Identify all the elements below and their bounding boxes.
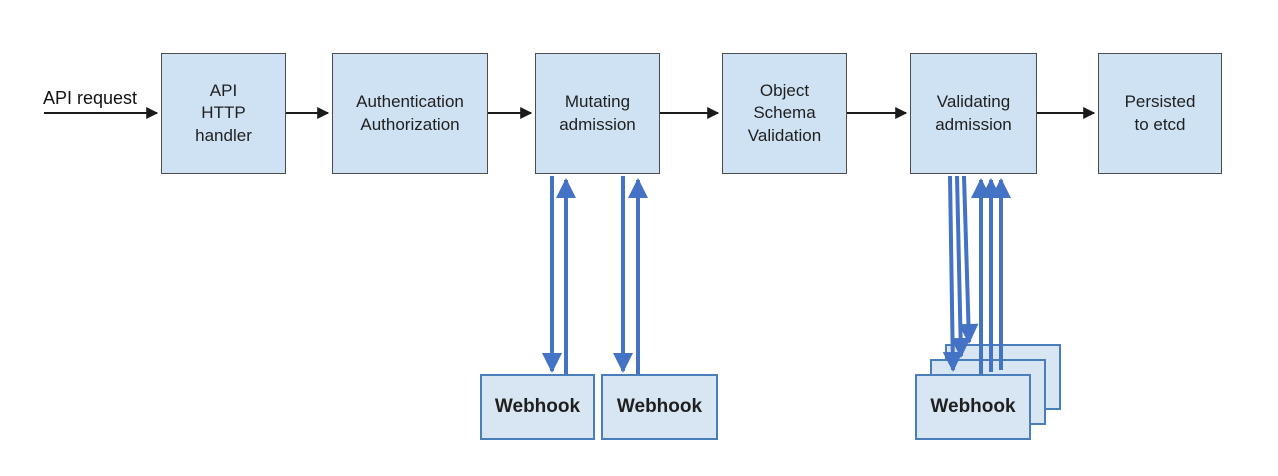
validating-webhook-down-arrow-3 <box>958 175 979 344</box>
mutating-webhook-box-1: Webhook <box>480 374 595 440</box>
validating-webhook-down-arrow-2 <box>950 175 971 358</box>
webhook-label: Webhook <box>616 396 703 417</box>
webhook-label: Webhook <box>930 396 1016 417</box>
validating-webhook-box-1: Webhook <box>915 374 1031 440</box>
stage-mutating-admission: Mutating admission <box>535 53 660 174</box>
mutating-webhook-box-2: Webhook <box>601 374 718 440</box>
stage-label: Mutating admission <box>559 92 636 134</box>
stage-object-schema-validation: Object Schema Validation <box>722 53 847 174</box>
validating-webhook-down-arrow-1 <box>942 175 963 372</box>
stage-authentication-authorization: Authentication Authorization <box>332 53 488 174</box>
stage-validating-admission: Validating admission <box>910 53 1037 174</box>
stage-api-http-handler: API HTTP handler <box>161 53 286 174</box>
api-request-label: API request <box>43 88 138 108</box>
stage-label: API HTTP handler <box>195 80 252 145</box>
stage-label: Persisted to etcd <box>1124 92 1196 134</box>
stage-persisted-to-etcd: Persisted to etcd <box>1098 53 1222 174</box>
stage-label: Object Schema Validation <box>747 80 822 145</box>
webhook-label: Webhook <box>494 396 581 417</box>
stage-label: Authentication Authorization <box>356 92 464 134</box>
stage-label: Validating admission <box>935 92 1012 134</box>
